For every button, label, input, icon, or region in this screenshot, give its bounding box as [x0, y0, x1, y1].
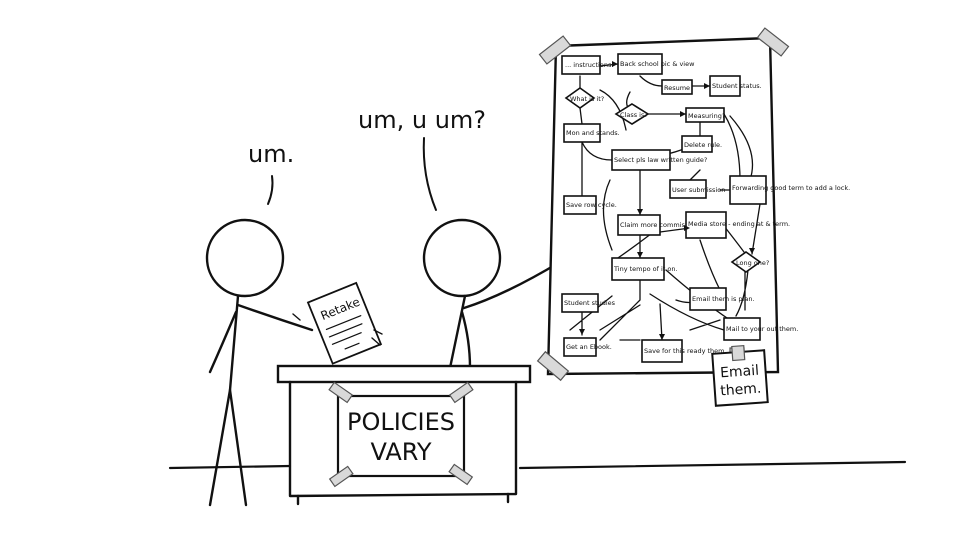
desk-sign-line2: VARY: [370, 438, 431, 466]
flow-node-label: User submission: [672, 186, 725, 194]
head-left: [205, 218, 285, 298]
tape: [448, 463, 474, 486]
desk-top: [276, 364, 532, 384]
tape: [328, 465, 354, 488]
ground-line: [168, 460, 907, 470]
tape: [448, 381, 474, 404]
arm-right-down: [460, 310, 472, 370]
tape: [536, 350, 570, 382]
flow-node: [669, 179, 707, 199]
flow-node: [563, 337, 597, 357]
flow-node: [611, 257, 665, 281]
desk-body: [288, 380, 518, 498]
tape: [731, 345, 746, 362]
flow-node: [617, 214, 661, 236]
tape: [328, 381, 354, 404]
flowchart-poster: ... instructions. Back school pic & view…: [536, 27, 850, 382]
speech-left: um.: [248, 140, 294, 168]
speech-tick-right: [422, 137, 437, 211]
arm-left-down: [208, 310, 238, 374]
flow-node-label: Media store - ending at & term.: [688, 220, 790, 228]
speech-right: um, u um?: [358, 106, 486, 134]
head-right: [422, 218, 502, 298]
sticky-note-line2: them.: [720, 381, 762, 400]
stick-figure-left: [205, 218, 314, 507]
desk: POLICIES VARY: [276, 364, 532, 506]
arm-left-out: [236, 303, 314, 332]
flow-node-label: Long one?: [736, 259, 769, 267]
desk-feet: [296, 492, 510, 506]
flow-node: [685, 107, 725, 123]
flow-node-label: Save row cycle.: [566, 201, 617, 209]
flow-node-label: Claim more commish.: [620, 221, 691, 229]
tape: [538, 35, 572, 65]
sticky-note-line1: Email: [720, 363, 760, 382]
flow-decision: [614, 103, 650, 125]
flow-node-label: Back school pic & view: [620, 60, 695, 68]
flow-node-label: Get an Ebook.: [566, 343, 612, 351]
flow-node-label: What is it?: [570, 95, 604, 103]
flow-node-label: Email them is plan.: [692, 295, 755, 303]
flow-node-label: Mail to your out them.: [726, 325, 798, 333]
flow-node: [563, 195, 597, 215]
flow-node-label: ... instructions.: [565, 61, 613, 69]
flow-node: [561, 293, 599, 313]
flow-node: [729, 175, 767, 205]
flow-node: [681, 135, 713, 153]
flow-node-label: Delete rule.: [684, 141, 722, 149]
flow-node: [563, 123, 601, 143]
flow-node-label: Resume: [664, 84, 690, 92]
flow-node-label: Student studies: [564, 299, 616, 307]
flow-node-label: Save for this ready them.: [644, 347, 727, 355]
flow-node: [689, 287, 727, 311]
flow-node-label: Forwarding good term to add a lock.: [732, 184, 850, 192]
retake-paper: Retake: [306, 281, 383, 365]
body-right: [448, 294, 467, 370]
flow-node: [723, 317, 761, 341]
tape: [756, 27, 790, 57]
arm-right-pointing: [462, 260, 562, 310]
flow-node-label: Measuring?: [688, 112, 725, 120]
flow-node-label: Tiny tempo of it on.: [613, 265, 678, 273]
flow-node-label: Student status.: [712, 82, 762, 90]
flow-node-label: Class is?: [620, 111, 648, 119]
flow-node-label: Select pls law written guide?: [614, 156, 707, 164]
flow-decision: [564, 87, 596, 109]
flow-node-label: Mon and stands.: [566, 129, 620, 137]
body-left: [228, 294, 240, 392]
flow-node: [661, 79, 693, 95]
flow-node: [611, 149, 671, 171]
flow-node: [685, 211, 727, 239]
desk-sign: [336, 394, 466, 478]
speech-tick-left: [267, 175, 274, 205]
motion-lines: [292, 313, 383, 346]
desk-sign-line1: POLICIES: [347, 408, 455, 436]
sticky-note: Email them.: [711, 345, 769, 407]
flow-decision: [730, 251, 762, 273]
legs-left: [208, 388, 248, 507]
flow-node: [561, 55, 601, 75]
